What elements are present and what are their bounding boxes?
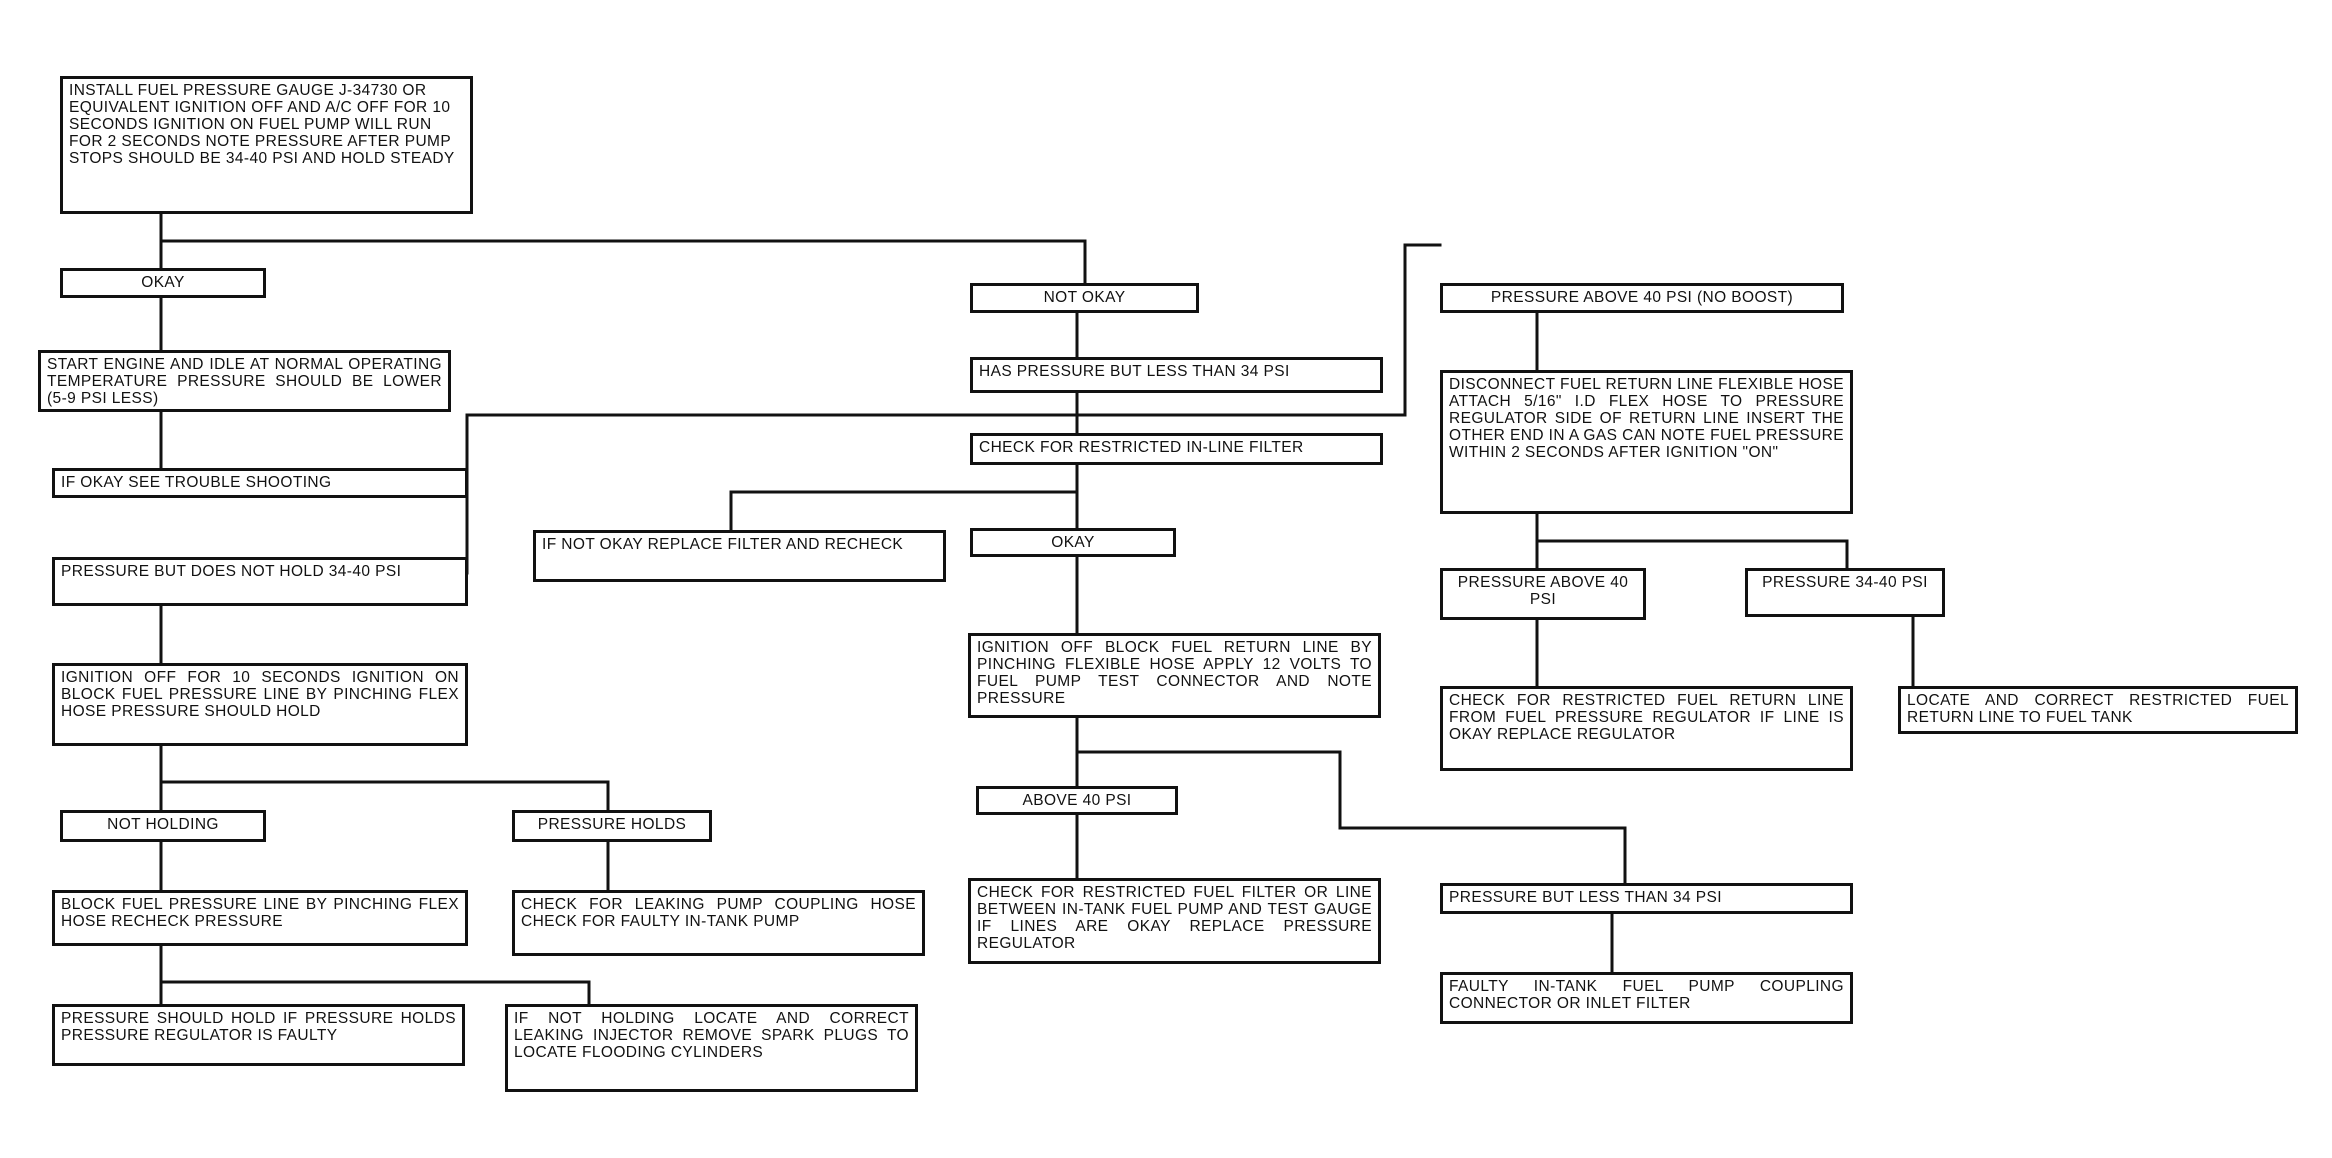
node-disconnect-return: DISCONNECT FUEL RETURN LINE FLEXIBLE HOS…	[1440, 370, 1853, 514]
connector	[159, 980, 591, 1008]
node-start-engine: START ENGINE AND IDLE AT NORMAL OPERATIN…	[38, 350, 451, 412]
connector	[729, 490, 1079, 534]
connector	[1075, 750, 1627, 887]
connector	[159, 239, 1087, 287]
node-not-holding: NOT HOLDING	[60, 810, 266, 842]
node-if-okay: IF OKAY SEE TROUBLE SHOOTING	[52, 468, 468, 498]
node-ignition-off-return: IGNITION OFF BLOCK FUEL RETURN LINE BY P…	[968, 633, 1381, 718]
node-replace-filter: IF NOT OKAY REPLACE FILTER AND RECHECK	[533, 530, 946, 582]
connector	[465, 243, 1442, 575]
connector	[1535, 539, 1849, 572]
connector	[159, 780, 610, 814]
node-block-line: BLOCK FUEL PRESSURE LINE BY PINCHING FLE…	[52, 890, 468, 946]
node-pressure-less-34: PRESSURE BUT LESS THAN 34 PSI	[1440, 883, 1853, 914]
node-install-gauge: INSTALL FUEL PRESSURE GAUGE J-34730 OR E…	[60, 76, 473, 214]
node-faulty-pump: FAULTY IN-TANK FUEL PUMP COUPLING CONNEC…	[1440, 972, 1853, 1024]
node-check-restricted-filter: CHECK FOR RESTRICTED FUEL FILTER OR LINE…	[968, 878, 1381, 964]
node-check-return-line: CHECK FOR RESTRICTED FUEL RETURN LINE FR…	[1440, 686, 1853, 771]
node-if-not-holding: IF NOT HOLDING LOCATE AND CORRECT LEAKIN…	[505, 1004, 918, 1092]
node-has-pressure: HAS PRESSURE BUT LESS THAN 34 PSI	[970, 357, 1383, 393]
node-above-40: ABOVE 40 PSI	[976, 786, 1178, 815]
node-pressure-not-hold: PRESSURE BUT DOES NOT HOLD 34-40 PSI	[52, 557, 468, 606]
node-pressure-holds: PRESSURE HOLDS	[512, 810, 712, 842]
node-okay: OKAY	[60, 268, 266, 298]
node-should-hold: PRESSURE SHOULD HOLD IF PRESSURE HOLDS P…	[52, 1004, 465, 1066]
node-ignition-off-block: IGNITION OFF FOR 10 SECONDS IGNITION ON …	[52, 663, 468, 746]
node-check-leaking: CHECK FOR LEAKING PUMP COUPLING HOSE CHE…	[512, 890, 925, 956]
node-pressure-above-40: PRESSURE ABOVE 40 PSI	[1440, 568, 1646, 620]
node-check-inline-filter: CHECK FOR RESTRICTED IN-LINE FILTER	[970, 433, 1383, 465]
node-locate-correct: LOCATE AND CORRECT RESTRICTED FUEL RETUR…	[1898, 686, 2298, 734]
node-okay-mid: OKAY	[970, 528, 1176, 557]
node-pressure-34-40: PRESSURE 34-40 PSI	[1745, 568, 1945, 617]
node-not-okay: NOT OKAY	[970, 283, 1199, 313]
node-above-40-no-boost: PRESSURE ABOVE 40 PSI (NO BOOST)	[1440, 283, 1844, 313]
